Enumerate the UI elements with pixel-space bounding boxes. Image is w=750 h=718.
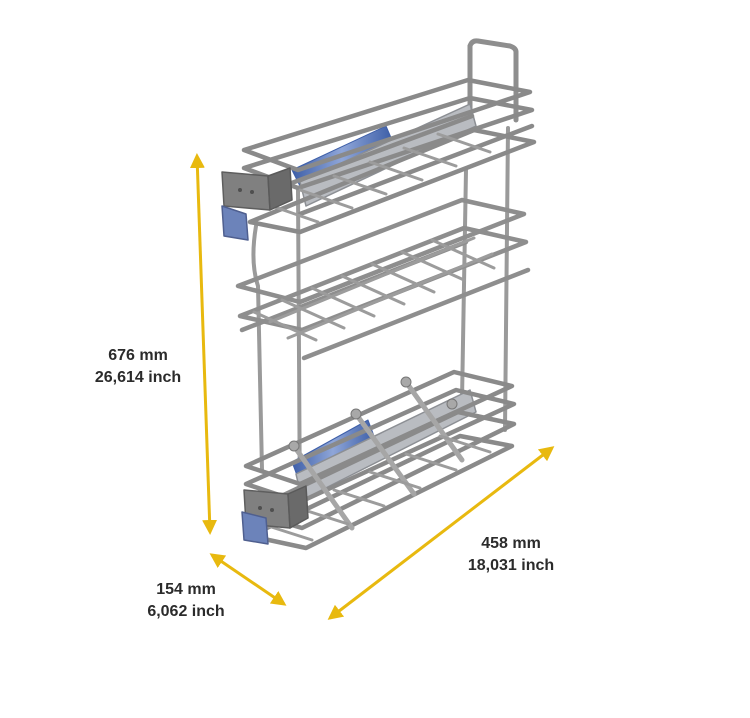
bottom-wall-mount <box>241 511 269 545</box>
depth-dimension-label: 154 mm 6,062 inch <box>130 579 242 623</box>
pull-out-wire-basket-icon <box>221 38 537 551</box>
depth-dimension-arrow <box>209 553 287 606</box>
width-dimension-arrow <box>327 446 555 620</box>
middle-shelf <box>235 197 531 361</box>
height-dimension-label: 676 mm 26,614 inch <box>82 345 194 389</box>
top-wall-mount <box>221 205 249 241</box>
width-mm-text: 458 mm <box>481 535 541 552</box>
depth-inch-text: 6,062 inch <box>147 603 225 620</box>
depth-mm-text: 154 mm <box>156 581 216 598</box>
top-basket <box>221 77 537 241</box>
width-inch-text: 18,031 inch <box>467 557 555 574</box>
width-dimension-label: 458 mm 18,031 inch <box>452 533 570 577</box>
height-dimension-arrow <box>189 153 218 535</box>
top-front-bracket <box>221 167 293 211</box>
bottom-basket <box>241 369 517 551</box>
height-inch-text: 26,614 inch <box>94 369 182 386</box>
height-mm-text: 676 mm <box>108 347 168 364</box>
